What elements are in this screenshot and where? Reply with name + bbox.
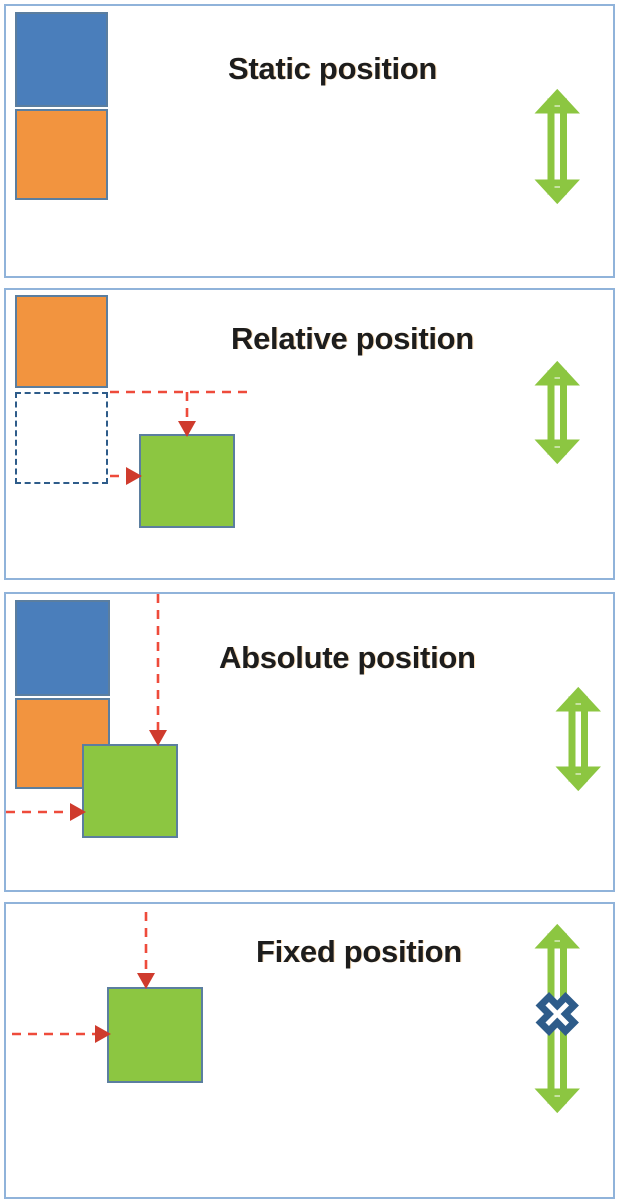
relative-left-offset-arrow — [110, 467, 142, 485]
panel-static-content: Static position — [6, 6, 613, 276]
fixed-left-offset-arrow — [12, 1025, 111, 1043]
static-orange-block — [15, 109, 108, 200]
absolute-top-offset-arrow — [149, 594, 167, 746]
panel-absolute-title: Absolute position — [219, 640, 476, 675]
fixed-green-block — [107, 987, 203, 1083]
scroll-arrow-icon — [534, 88, 580, 205]
panel-relative-title: Relative position — [231, 321, 474, 356]
panel-fixed: Fixed position — [4, 902, 615, 1199]
panel-fixed-title: Fixed position — [256, 934, 462, 969]
fixed-top-offset-arrow — [137, 912, 155, 989]
scroll-arrow-icon — [534, 923, 580, 1114]
panel-relative: Relative position — [4, 288, 615, 580]
panel-absolute: Absolute position — [4, 592, 615, 892]
panel-static: Static position — [4, 4, 615, 278]
relative-top-offset-arrow — [110, 390, 251, 437]
absolute-left-offset-arrow — [6, 803, 86, 821]
panel-relative-content: Relative position — [6, 290, 613, 578]
panel-fixed-content: Fixed position — [6, 904, 613, 1197]
static-blue-block — [15, 12, 108, 107]
scroll-arrow-icon — [534, 360, 580, 465]
absolute-green-block — [82, 744, 178, 838]
panel-static-title: Static position — [228, 51, 438, 86]
relative-orange-block — [15, 295, 108, 388]
absolute-blue-block — [15, 600, 110, 696]
panel-absolute-content: Absolute position — [6, 594, 613, 890]
scroll-arrow-icon — [555, 686, 601, 792]
relative-original-slot-outline — [15, 392, 108, 484]
x-cross-icon — [535, 992, 579, 1036]
relative-green-block — [139, 434, 235, 528]
